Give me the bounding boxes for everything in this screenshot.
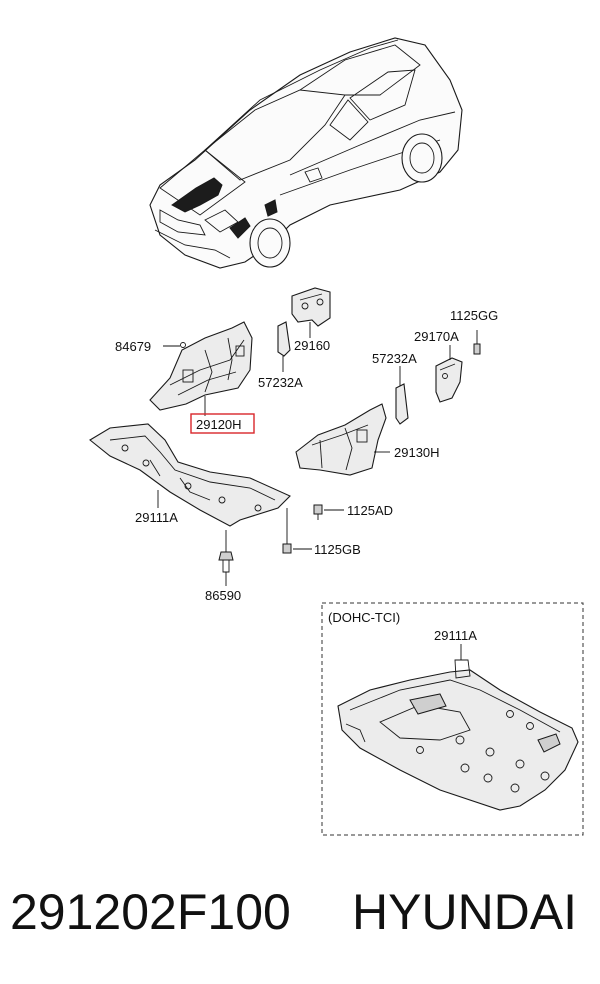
- bolt-1125AD-shape: [313, 504, 323, 520]
- part-29130H-shape: [295, 403, 387, 476]
- part-number: 291202F100: [10, 884, 291, 940]
- part-57232A-right-shape: [395, 383, 409, 425]
- car-illustration: [149, 37, 463, 269]
- part-29111A-shape: [89, 423, 291, 527]
- brand-name: HYUNDAI: [352, 884, 578, 940]
- callout-29130H: 29130H: [394, 445, 440, 460]
- inset-title: (DOHC-TCI): [328, 610, 400, 625]
- nut-86590-shape: [218, 551, 234, 573]
- callout-1125GG: 1125GG: [450, 308, 498, 323]
- callout-86590: 86590: [205, 588, 241, 603]
- inset-dohc-tci: (DOHC-TCI) 29111A: [321, 602, 584, 836]
- inset-frame: [321, 602, 584, 836]
- callout-1125GB: 1125GB: [314, 542, 361, 557]
- bolt-1125GB-shape: [282, 543, 292, 554]
- clip-84679-shape: [180, 342, 186, 348]
- inset-undercover-shape: [337, 659, 579, 811]
- highlight-box: [190, 413, 255, 434]
- callout-84679: 84679: [115, 339, 151, 354]
- part-29170A-shape: [435, 343, 481, 403]
- callout-29160: 29160: [294, 338, 330, 353]
- callout-1125AD: 1125AD: [347, 503, 393, 518]
- callout-57232A-left: 57232A: [258, 375, 303, 390]
- callout-29111A: 29111A: [135, 510, 178, 525]
- callout-57232A-right: 57232A: [372, 351, 417, 366]
- callout-29120H: 29120H: [196, 417, 242, 432]
- part-29120H-shape: [149, 321, 253, 411]
- inset-callout-29111A: 29111A: [434, 628, 477, 643]
- part-29160-shape: [277, 287, 331, 357]
- footer: 291202F100 HYUNDAI: [0, 876, 600, 948]
- callout-29170A: 29170A: [414, 329, 459, 344]
